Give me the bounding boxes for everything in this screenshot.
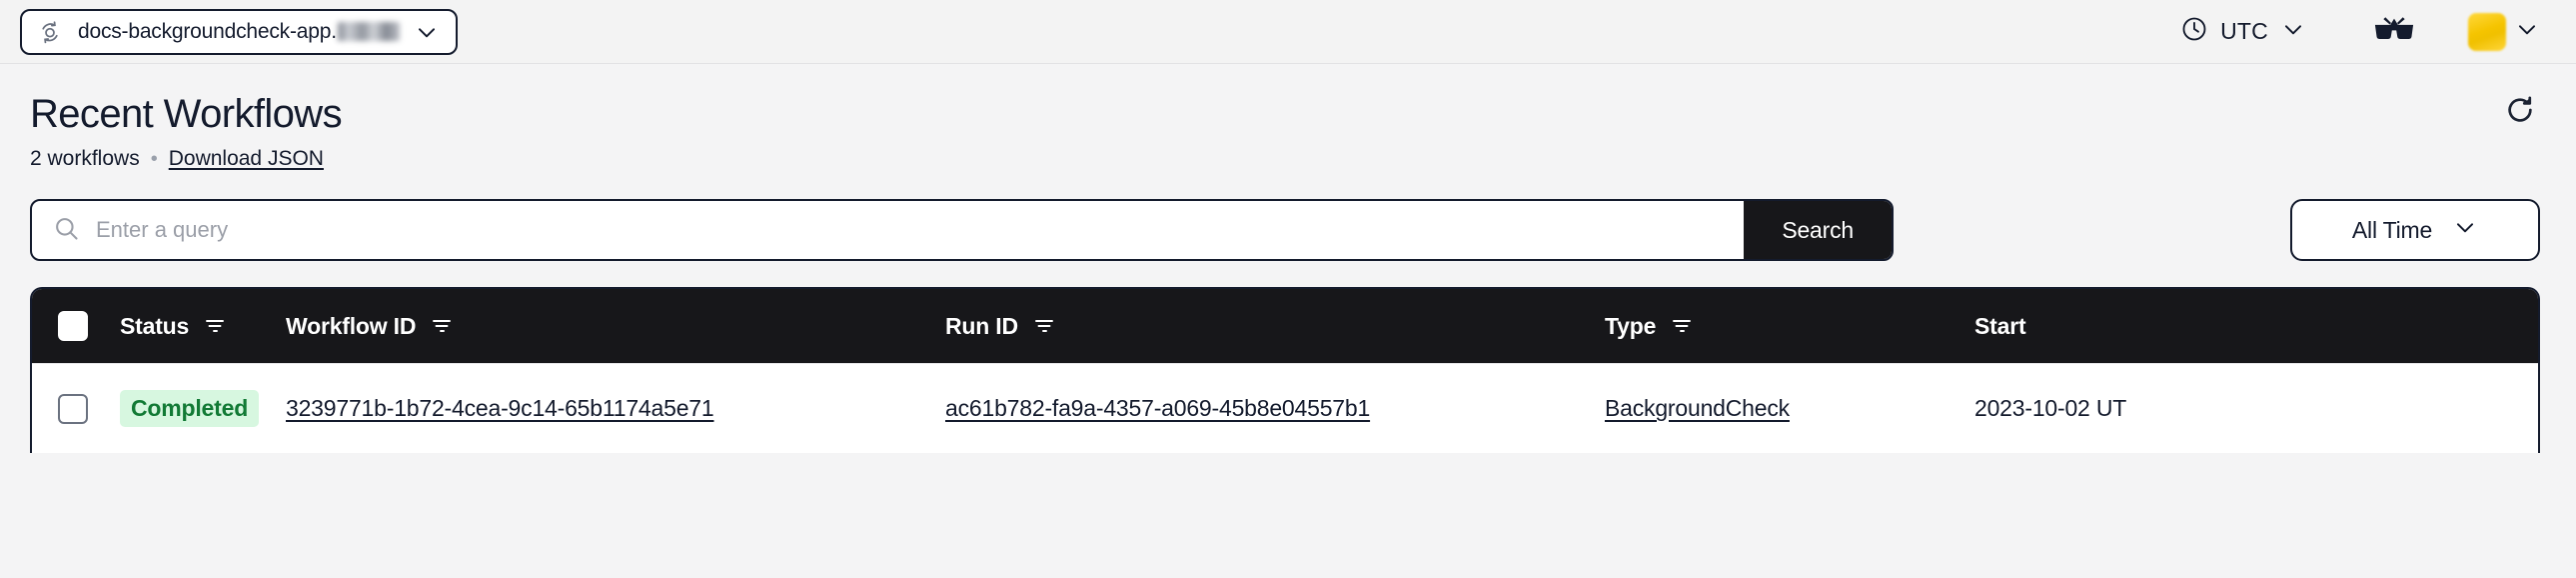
- filter-icon[interactable]: [1670, 314, 1694, 338]
- chevron-down-icon[interactable]: [2280, 16, 2306, 47]
- workflow-count-label: 2 workflows: [30, 147, 140, 170]
- timezone-selector[interactable]: UTC: [2170, 7, 2316, 56]
- search-row: Search All Time: [30, 199, 2540, 261]
- clock-icon: [2180, 15, 2208, 48]
- namespace-selector[interactable]: docs-backgroundcheck-app.: [20, 8, 458, 55]
- search-icon: [52, 214, 80, 247]
- select-all-checkbox[interactable]: [58, 311, 88, 341]
- column-header-type[interactable]: Type: [1605, 289, 1974, 364]
- row-checkbox[interactable]: [58, 393, 88, 424]
- select-all-header: [32, 289, 120, 364]
- filter-icon[interactable]: [203, 314, 227, 338]
- filter-icon[interactable]: [430, 314, 454, 338]
- workflow-id-link[interactable]: 3239771b-1b72-4cea-9c14-65b1174a5e71: [286, 395, 714, 421]
- refresh-icon: [2503, 93, 2537, 132]
- workflow-type-link[interactable]: BackgroundCheck: [1605, 395, 1790, 421]
- separator-dot: •: [150, 148, 158, 170]
- page-content: Recent Workflows 2 workflows • Download …: [0, 64, 2576, 453]
- page-title: Recent Workflows: [30, 92, 343, 136]
- time-range-select[interactable]: All Time: [2290, 199, 2540, 261]
- chevron-down-icon[interactable]: [2514, 16, 2540, 47]
- column-label-run-id: Run ID: [945, 312, 1018, 339]
- search-input[interactable]: [96, 217, 1727, 243]
- refresh-button[interactable]: [2500, 92, 2540, 132]
- cell-workflow-id: 3239771b-1b72-4cea-9c14-65b1174a5e71: [286, 364, 945, 454]
- table-row[interactable]: Completed 3239771b-1b72-4cea-9c14-65b117…: [32, 363, 2538, 454]
- status-badge: Completed: [120, 390, 260, 427]
- cell-run-id: ac61b782-fa9a-4357-a069-45b8e04557b1: [945, 364, 1605, 454]
- filter-icon[interactable]: [1032, 314, 1056, 338]
- column-label-status: Status: [120, 312, 190, 339]
- search-box: Search: [30, 199, 1894, 261]
- chevron-down-icon[interactable]: [414, 19, 440, 45]
- timezone-label: UTC: [2220, 18, 2268, 44]
- namespace-redacted-text: [337, 21, 400, 41]
- table-header-row: Status Workflow ID: [32, 289, 2538, 364]
- avatar: [2468, 12, 2506, 51]
- topbar-right-controls: UTC: [2170, 7, 2540, 56]
- namespace-cycle-icon: [36, 18, 64, 46]
- download-json-link[interactable]: Download JSON: [168, 147, 324, 170]
- column-header-workflow-id[interactable]: Workflow ID: [286, 289, 945, 364]
- chevron-down-icon[interactable]: [2452, 214, 2478, 246]
- column-header-run-id[interactable]: Run ID: [945, 289, 1605, 364]
- cell-status: Completed: [120, 364, 286, 454]
- column-header-start[interactable]: Start: [1974, 289, 2538, 364]
- namespace-label: docs-backgroundcheck-app.: [78, 20, 400, 44]
- column-header-status[interactable]: Status: [120, 289, 286, 364]
- user-menu[interactable]: [2468, 12, 2540, 51]
- time-range-label: All Time: [2351, 216, 2433, 243]
- workflows-table: Status Workflow ID: [30, 287, 2540, 453]
- search-field[interactable]: [32, 201, 1744, 259]
- top-navigation-bar: docs-backgroundcheck-app. UTC: [0, 0, 2576, 64]
- column-label-workflow-id: Workflow ID: [286, 312, 417, 339]
- 3d-glasses-button[interactable]: [2364, 10, 2424, 54]
- search-button[interactable]: Search: [1744, 201, 1892, 259]
- cell-start: 2023-10-02 UT: [1974, 395, 2127, 421]
- column-label-type: Type: [1605, 312, 1657, 339]
- cell-type: BackgroundCheck: [1605, 364, 1974, 454]
- page-subline: 2 workflows • Download JSON: [30, 147, 2540, 171]
- 3d-glasses-icon: [2372, 14, 2416, 49]
- run-id-link[interactable]: ac61b782-fa9a-4357-a069-45b8e04557b1: [945, 395, 1371, 421]
- column-label-start: Start: [1974, 312, 2026, 339]
- row-select-cell: [32, 364, 120, 454]
